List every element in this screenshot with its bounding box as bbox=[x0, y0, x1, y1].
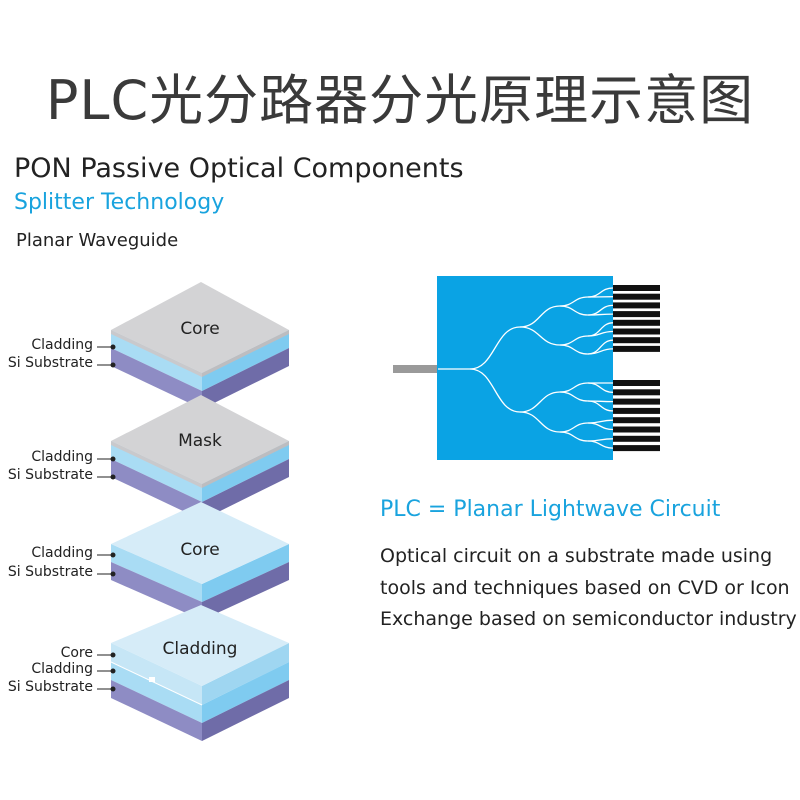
waveguide bbox=[519, 391, 561, 413]
stack-3-label-cladding: Cladding bbox=[31, 545, 93, 561]
output-fiber bbox=[613, 398, 660, 405]
waveguide bbox=[587, 313, 614, 316]
layer-stack-cladding bbox=[97, 605, 289, 741]
subheading: Splitter Technology bbox=[14, 190, 225, 215]
stack-2-label-cladding: Cladding bbox=[31, 449, 93, 465]
output-fiber bbox=[613, 417, 660, 424]
stack-1-label-substrate: Si Substrate bbox=[7, 355, 93, 371]
output-fiber bbox=[613, 302, 660, 309]
stack-2-label-substrate: Si Substrate bbox=[7, 467, 93, 483]
plc-description-line-1: Optical circuit on a substrate made usin… bbox=[380, 545, 773, 567]
stack-4-label-core: Core bbox=[60, 645, 93, 661]
output-fiber bbox=[613, 407, 660, 414]
caption: Planar Waveguide bbox=[16, 230, 179, 251]
output-fiber bbox=[613, 389, 660, 396]
waveguide bbox=[519, 411, 561, 433]
waveguide-tree bbox=[438, 287, 614, 449]
waveguide bbox=[587, 382, 614, 393]
waveguide bbox=[519, 326, 561, 346]
stack-4-label-cladding: Cladding bbox=[31, 661, 93, 677]
stack-2-top-label: Mask bbox=[178, 431, 222, 451]
waveguide bbox=[559, 391, 589, 402]
layer-stack-core-patterned bbox=[97, 502, 289, 620]
output-fiber bbox=[613, 319, 660, 326]
layer-stacks-diagram: Core Mask Core Cladding bbox=[97, 282, 289, 741]
stack-1-top-label: Core bbox=[180, 319, 219, 339]
output-fiber bbox=[613, 311, 660, 318]
waveguide bbox=[469, 368, 521, 413]
layer-stack-mask bbox=[97, 395, 289, 520]
waveguide bbox=[469, 326, 521, 370]
stack-4-top-label: Cladding bbox=[163, 639, 238, 659]
plc-title: PLC = Planar Lightwave Circuit bbox=[380, 497, 721, 522]
waveguide bbox=[559, 305, 589, 316]
input-fiber bbox=[393, 365, 438, 373]
waveguide bbox=[559, 344, 589, 355]
output-fiber bbox=[613, 345, 660, 352]
plc-description-line-2: tools and techniques based on CVD or Ico… bbox=[380, 577, 790, 599]
plc-description-line-3: Exchange based on semiconductor industry bbox=[380, 608, 797, 630]
main-title: PLC光分路器分光原理示意图 bbox=[45, 69, 755, 132]
waveguide bbox=[587, 348, 614, 355]
waveguide bbox=[587, 422, 614, 431]
stack-3-top-label: Core bbox=[180, 540, 219, 560]
waveguide bbox=[587, 330, 614, 337]
output-fiber bbox=[613, 285, 660, 291]
output-fiber-array bbox=[613, 285, 660, 452]
output-fiber bbox=[613, 337, 660, 344]
output-fiber bbox=[613, 380, 660, 386]
plc-splitter-chip bbox=[393, 276, 660, 460]
stack-4-label-substrate: Si Substrate bbox=[7, 679, 93, 695]
output-fiber bbox=[613, 328, 660, 335]
output-fiber bbox=[613, 426, 660, 433]
waveguide bbox=[559, 431, 589, 442]
stack-1-label-cladding: Cladding bbox=[31, 337, 93, 353]
output-fiber bbox=[613, 435, 660, 442]
stack-3-label-substrate: Si Substrate bbox=[7, 564, 93, 580]
waveguide bbox=[587, 400, 614, 412]
heading: PON Passive Optical Components bbox=[14, 153, 464, 184]
layer-stack-core bbox=[97, 282, 289, 409]
output-fiber bbox=[613, 293, 660, 300]
output-fiber bbox=[613, 445, 660, 452]
waveguide bbox=[587, 440, 614, 449]
waveguide bbox=[519, 305, 561, 328]
chip-substrate bbox=[437, 276, 613, 460]
